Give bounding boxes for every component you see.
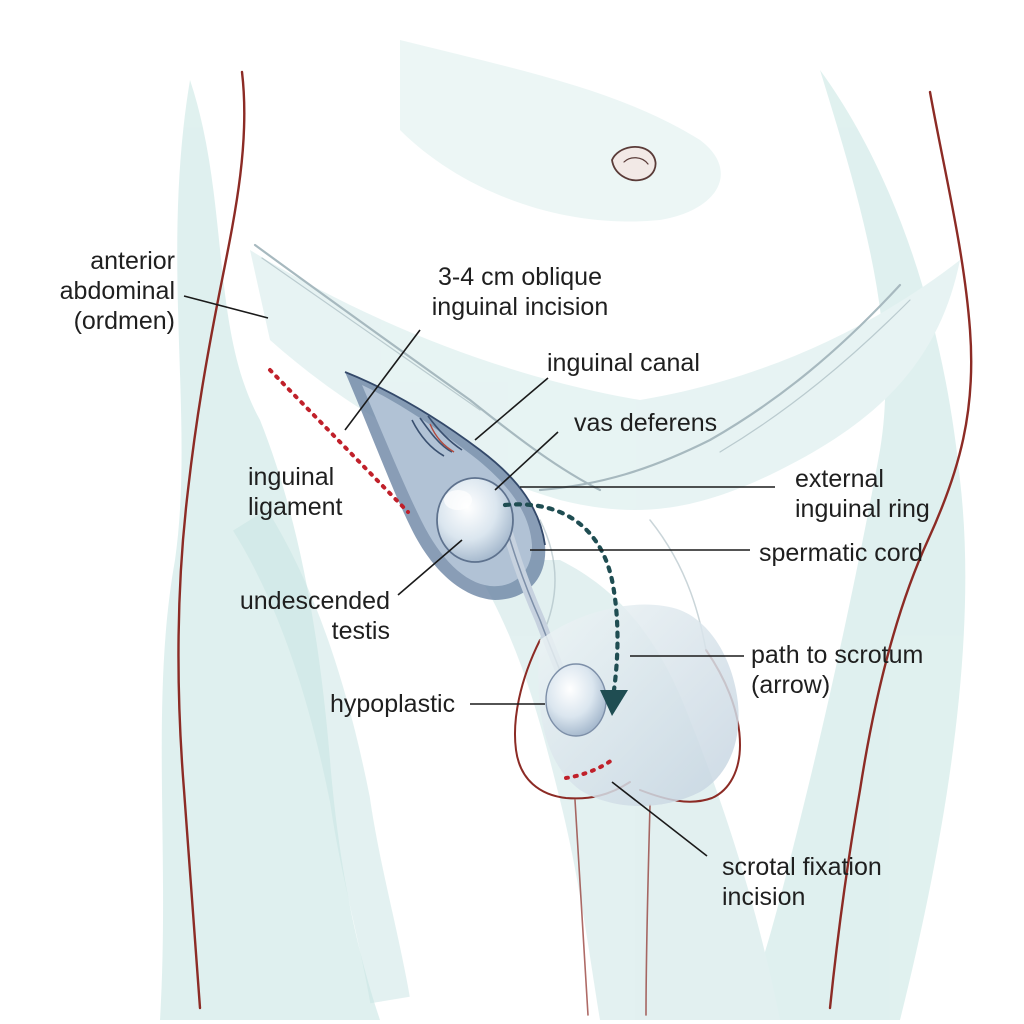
scrotal-incision-marker xyxy=(564,758,614,780)
path-arrow-head xyxy=(600,690,628,716)
label-inguinal-canal: inguinal canal xyxy=(547,349,700,377)
label-inguinal-ligament: inguinal ligament xyxy=(248,463,343,521)
testis-highlight xyxy=(444,490,472,510)
label-anterior-abdominal: anterior abdominal (ordmen) xyxy=(59,247,175,335)
path-arrow-shaft xyxy=(502,502,620,693)
undescended-testis-shape xyxy=(436,477,514,563)
hypoplastic-testis-shape xyxy=(545,663,607,737)
label-undescended-testis: undescended testis xyxy=(239,587,390,645)
label-external-inguinal-ring: external inguinal ring xyxy=(795,465,930,523)
leader-lines xyxy=(183,295,775,857)
label-oblique-incision: 3-4 cm oblique inguinal incision xyxy=(431,263,609,321)
label-hypoplastic: hypoplastic xyxy=(330,690,456,718)
label-scrotal-fixation-incision: scrotal fixation incision xyxy=(722,853,882,911)
oblique-incision-marker xyxy=(268,368,410,514)
body-outline xyxy=(177,70,973,1016)
label-path-to-scrotum: path to scrotum (arrow) xyxy=(751,641,924,699)
label-spermatic-cord: spermatic cord xyxy=(759,539,923,567)
label-vas-deferens: vas deferens xyxy=(574,409,718,437)
scrotum-shape xyxy=(538,604,739,807)
